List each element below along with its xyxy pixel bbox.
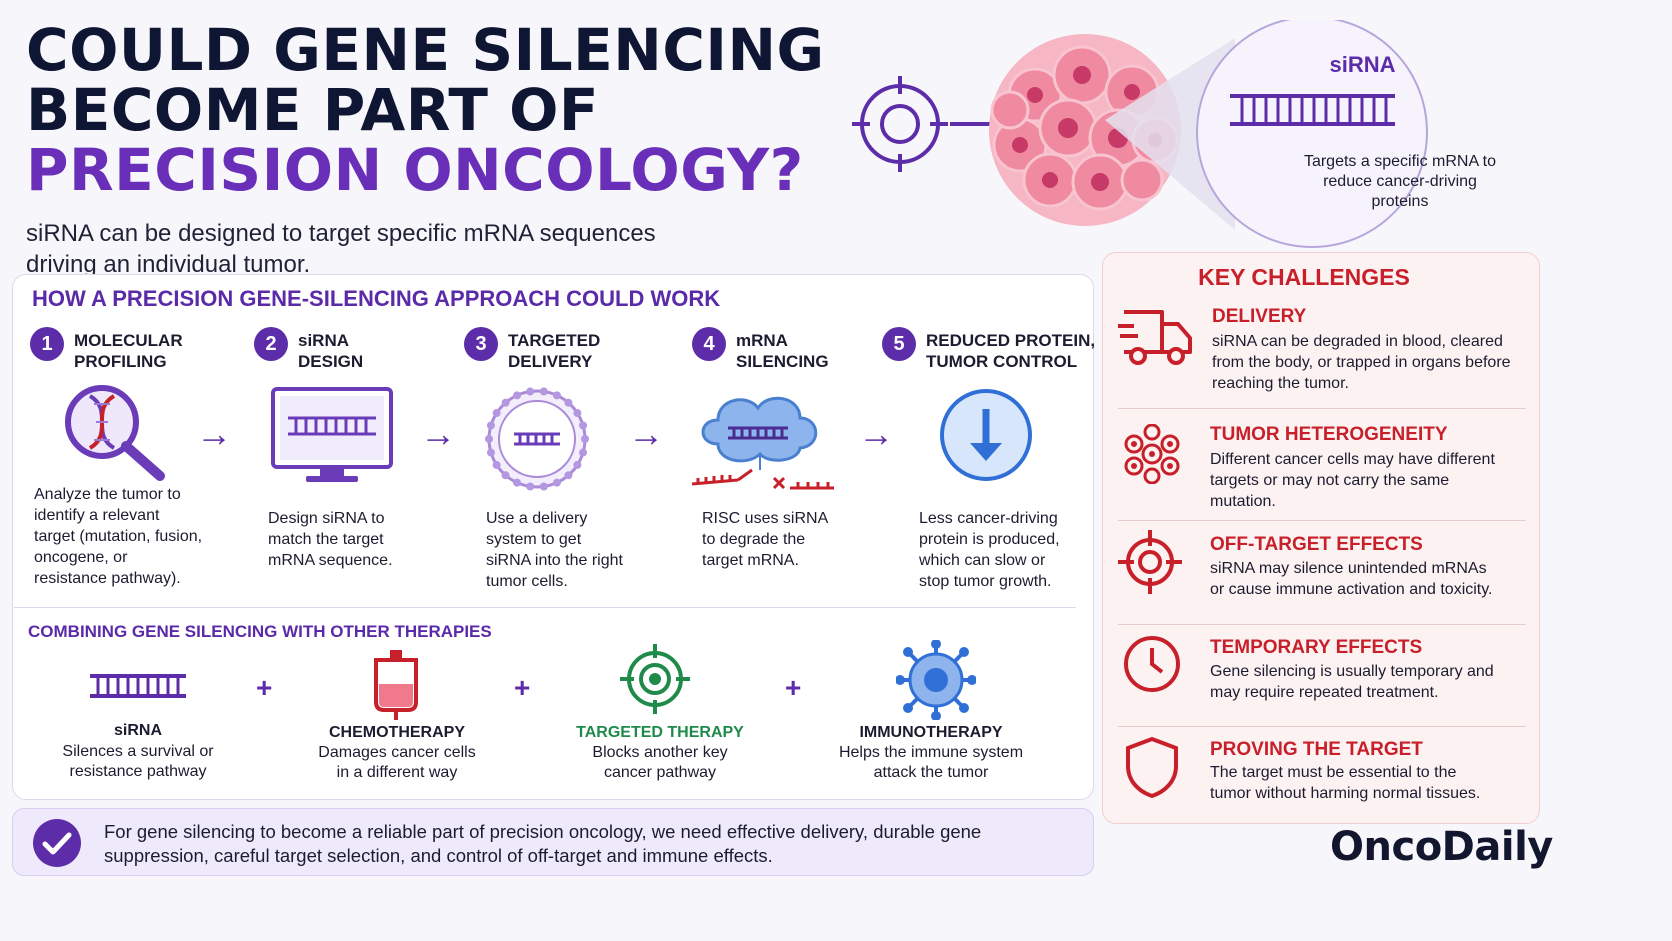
combining-title: COMBINING GENE SILENCING WITH OTHER THER… [28, 622, 492, 641]
title-line-3: PRECISION ONCOLOGY? [26, 136, 804, 204]
combo-targeted-title: TARGETED THERAPY [576, 724, 744, 741]
combo-chemo-title: CHEMOTHERAPY [328, 724, 465, 741]
step-3-number: 3 [464, 327, 498, 361]
process-title: HOW A PRECISION GENE-SILENCING APPROACH … [32, 286, 721, 311]
clock-icon [1124, 636, 1180, 692]
combo-immuno-title: IMMUNOTHERAPY [859, 724, 1003, 741]
challenge-offtarget-title: OFF-TARGET EFFECTS [1210, 534, 1423, 555]
check-circle-icon [33, 819, 81, 867]
target-icon [620, 644, 690, 714]
process-panel [12, 274, 1094, 800]
section-divider [14, 607, 1076, 608]
step-5-number: 5 [882, 327, 916, 361]
combo-targeted-desc: Blocks another key cancer pathway [592, 744, 728, 781]
dna-magnifier-icon [65, 385, 165, 481]
iv-bag-icon [374, 650, 418, 720]
challenge-proving-title: PROVING THE TARGET [1210, 739, 1423, 760]
lipid-dot [579, 448, 588, 457]
challenge-divider [1118, 408, 1526, 409]
subtitle: siRNA can be designed to target specific… [26, 220, 656, 278]
challenges-title: KEY CHALLENGES [1198, 264, 1410, 290]
target-crosshair-icon [852, 76, 948, 172]
arrow-right-icon: → [196, 413, 232, 454]
lipid-dot [526, 387, 535, 396]
lipid-dot [564, 398, 573, 407]
lipid-dot [485, 435, 493, 443]
lipid-dot [513, 391, 522, 400]
callout-text: Targets a specific mRNA to reduce cancer… [1303, 153, 1497, 210]
lipid-dot [573, 409, 582, 418]
lipid-dot [564, 471, 573, 480]
lipid-dot [486, 448, 495, 457]
conclusion-box [12, 808, 1094, 876]
plus-sign: + [785, 672, 802, 703]
step-5-title: REDUCED PROTEIN,TUMOR CONTROL [926, 331, 1096, 371]
crosshair-icon [1118, 530, 1182, 594]
lipid-dot [581, 435, 589, 443]
challenge-divider [1118, 520, 1526, 521]
combo-sirna-desc: Silences a survival or resistance pathwa… [62, 743, 214, 780]
plus-sign: + [256, 672, 273, 703]
step-1-number: 1 [30, 327, 64, 361]
lipid-dot [513, 478, 522, 487]
challenge-heterogeneity-desc: Different cancer cells may have differen… [1210, 451, 1495, 510]
lipid-dot [492, 409, 501, 418]
lipid-dot [486, 421, 495, 430]
challenge-delivery-desc: siRNA can be degraded in blood, cleared … [1212, 333, 1511, 392]
lipid-nanoparticle-icon [485, 387, 589, 491]
challenge-delivery-title: DELIVERY [1212, 306, 1307, 327]
challenge-temporary-desc: Gene silencing is usually temporary and … [1210, 663, 1494, 701]
brand-logo: OncoDaily [1330, 824, 1553, 870]
immune-cell-icon [896, 640, 976, 720]
combo-immuno-desc: Helps the immune system attack the tumor [838, 744, 1024, 781]
arrow-right-icon: → [858, 413, 894, 454]
cell-cluster-icon [1124, 424, 1180, 484]
truck-icon [1118, 310, 1192, 365]
monitor-sirna-icon [271, 387, 393, 482]
step-2-number: 2 [254, 327, 288, 361]
step-4-desc: RISC uses siRNA to degrade the target mR… [702, 510, 828, 569]
sirna-duplex-icon [90, 674, 186, 698]
lipid-dot [552, 478, 561, 487]
step-2-desc: Design siRNA to match the target mRNA se… [268, 510, 393, 569]
lipid-dot [539, 482, 548, 491]
tumor-cluster-icon [989, 34, 1181, 226]
lipid-dot [526, 482, 535, 491]
plus-sign: + [514, 672, 531, 703]
shield-icon [1126, 736, 1178, 798]
arrow-right-icon: → [420, 413, 456, 454]
risc-complex-icon [691, 396, 834, 490]
arrow-right-icon: → [628, 413, 664, 454]
title-line-2: BECOME PART OF [26, 76, 600, 144]
lipid-dot [539, 387, 548, 396]
challenge-divider [1118, 624, 1526, 625]
hero-illustration [852, 20, 1428, 248]
challenge-offtarget-desc: siRNA may silence unintended mRNAs or ca… [1210, 560, 1493, 598]
conclusion-text: For gene silencing to become a reliable … [104, 821, 982, 866]
challenge-heterogeneity-title: TUMOR HETEROGENEITY [1210, 424, 1448, 445]
down-arrow-circle-icon [940, 389, 1032, 481]
lipid-dot [501, 471, 510, 480]
step-3-desc: Use a delivery system to get siRNA into … [486, 510, 623, 590]
step-5-desc: Less cancer-driving protein is produced,… [919, 510, 1060, 590]
lipid-dot [492, 460, 501, 469]
challenge-proving-desc: The target must be essential to the tumo… [1210, 764, 1481, 802]
challenge-temporary-title: TEMPORARY EFFECTS [1210, 637, 1423, 658]
lipid-dot [573, 460, 582, 469]
combo-sirna-title: siRNA [113, 722, 162, 739]
lipid-dot [501, 398, 510, 407]
lipid-dot [579, 421, 588, 430]
lipid-dot [552, 391, 561, 400]
step-4-number: 4 [692, 327, 726, 361]
title-line-1: COULD GENE SILENCING [26, 16, 825, 84]
step-1-desc: Analyze the tumor to identify a relevant… [34, 486, 203, 587]
combo-chemo-desc: Damages cancer cells in a different way [318, 744, 476, 781]
sirna-duplex-icon [1230, 94, 1395, 126]
challenge-divider [1118, 726, 1526, 727]
callout-title: siRNA [1329, 52, 1396, 77]
